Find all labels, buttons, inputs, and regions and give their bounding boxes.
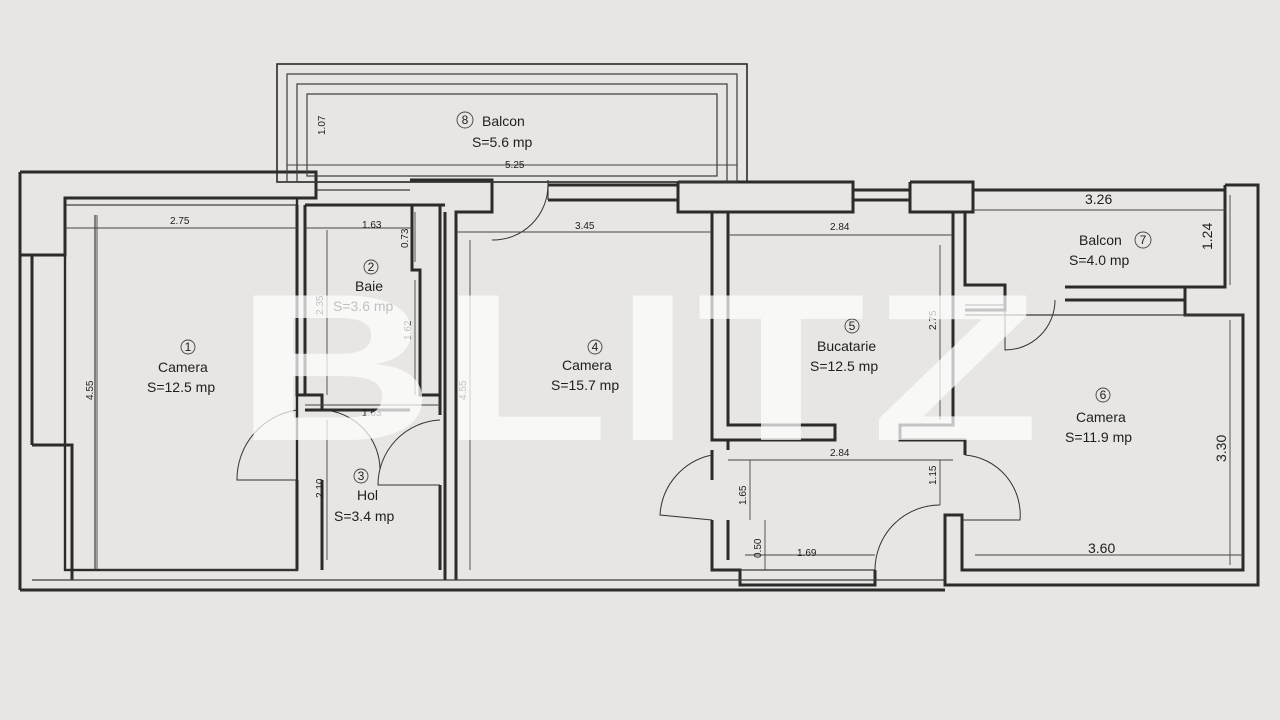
dimension-texts: 5.25 1.07 2.75 1.63 0.73 3.45 2.84 3.26 … [85, 115, 1229, 559]
room-7-number: 7 [1140, 233, 1147, 247]
dim-balcon7-width: 3.26 [1085, 191, 1112, 207]
doors [236, 184, 1056, 571]
room-7-area: S=4.0 mp [1069, 252, 1130, 268]
room-3-area: S=3.4 mp [334, 508, 395, 524]
dim-camera6-width: 3.60 [1088, 540, 1115, 556]
dim-balcon8-width: 5.25 [505, 160, 525, 171]
dim-hall-left: 1.65 [738, 485, 749, 505]
dim-hall-small: 0.50 [753, 538, 764, 558]
room-4-number: 4 [592, 340, 599, 354]
room-4-area: S=15.7 mp [551, 377, 619, 393]
dim-bucatarie-width: 2.84 [830, 222, 850, 233]
room-8-name: Balcon [482, 113, 525, 129]
room-4-name: Camera [562, 357, 612, 373]
dim-hol-length: 2.10 [315, 478, 326, 498]
dim-camera1-length: 4.55 [85, 380, 96, 400]
dim-camera4-width: 3.45 [575, 221, 595, 232]
room-3-number: 3 [358, 469, 365, 483]
dim-hall-bottom: 1.69 [797, 548, 817, 559]
room-8-number: 8 [462, 113, 469, 127]
dim-camera4-length: 4.55 [458, 380, 469, 400]
dim-baie-inner: 1.62 [403, 320, 414, 340]
room-5-name: Bucatarie [817, 338, 876, 354]
room-2-area: S=3.6 mp [333, 298, 394, 314]
dim-bucatarie-length: 2.75 [928, 310, 939, 330]
room-7-name: Balcon [1079, 232, 1122, 248]
dim-balcon7-depth: 1.24 [1199, 223, 1215, 250]
dim-hol-width: 1.63 [362, 408, 382, 419]
room-5-number: 5 [849, 319, 856, 333]
room-labels: 1 Camera S=12.5 mp 2 Baie S=3.6 mp 3 Hol… [147, 111, 1152, 524]
room-2-name: Baie [355, 278, 383, 294]
room-8-area: S=5.6 mp [472, 134, 533, 150]
dim-baie-width: 1.63 [362, 220, 382, 231]
dimension-lines [65, 94, 1243, 570]
room-1-area: S=12.5 mp [147, 379, 215, 395]
dim-hall-width: 2.84 [830, 448, 850, 459]
dim-balcon8-depth: 1.07 [317, 115, 328, 135]
room-5-area: S=12.5 mp [810, 358, 878, 374]
room-6-number: 6 [1100, 388, 1107, 402]
watermark: BLITZ [235, 250, 1045, 485]
dim-hall-right: 1.15 [928, 465, 939, 485]
room-6-area: S=11.9 mp [1065, 429, 1132, 445]
room-2-number: 2 [368, 260, 375, 274]
room-3-name: Hol [357, 487, 378, 503]
dim-baie-depth-top: 0.73 [400, 228, 411, 248]
walls [18, 63, 1260, 592]
dim-camera1-width: 2.75 [170, 216, 190, 227]
dim-camera6-length: 3.30 [1213, 435, 1229, 462]
room-6-name: Camera [1076, 409, 1126, 425]
room-1-number: 1 [185, 340, 192, 354]
room-1-name: Camera [158, 359, 208, 375]
dim-baie-length: 2.35 [315, 295, 326, 315]
